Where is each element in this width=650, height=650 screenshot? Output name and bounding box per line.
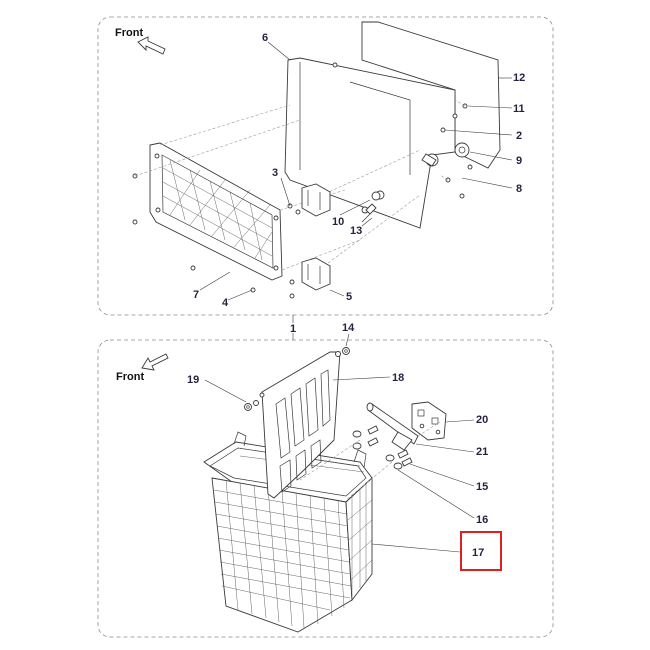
svg-text:13: 13 — [350, 225, 362, 237]
assembly-1-callout: 1 — [290, 315, 296, 340]
clip-upper — [287, 183, 331, 217]
svg-text:12: 12 — [513, 72, 525, 84]
svg-text:16: 16 — [476, 514, 488, 526]
svg-text:14: 14 — [342, 322, 355, 334]
svg-text:Front: Front — [116, 371, 144, 383]
svg-text:19: 19 — [187, 374, 199, 386]
upper-callouts: 6 12 11 2 9 8 3 10 13 5 7 4 — [193, 32, 525, 309]
svg-text:18: 18 — [392, 372, 404, 384]
svg-text:5: 5 — [346, 291, 352, 303]
svg-text:6: 6 — [262, 32, 268, 44]
clip-lower — [289, 257, 331, 299]
mounting-bar — [366, 402, 419, 451]
highlight-box — [460, 531, 502, 571]
mounting-bracket-plate — [411, 401, 447, 441]
screw-washer-left — [244, 400, 259, 411]
front-direction-indicator-lower: Front — [116, 353, 169, 383]
svg-text:8: 8 — [516, 183, 522, 195]
svg-text:2: 2 — [516, 130, 522, 142]
screw-washer-top — [335, 347, 350, 357]
bolts-washers — [352, 425, 413, 470]
svg-text:Front: Front — [115, 27, 143, 39]
front-direction-indicator-upper: Front — [115, 27, 166, 55]
lower-callouts: 14 18 19 20 21 15 16 17 — [187, 322, 488, 559]
svg-text:11: 11 — [513, 103, 525, 115]
svg-text:7: 7 — [193, 289, 199, 301]
svg-text:10: 10 — [332, 216, 344, 228]
svg-text:20: 20 — [476, 414, 488, 426]
svg-text:1: 1 — [290, 323, 296, 335]
svg-text:21: 21 — [476, 446, 488, 458]
grille-panel — [149, 142, 283, 281]
svg-text:9: 9 — [516, 155, 522, 167]
basket-divider — [259, 351, 341, 499]
svg-text:15: 15 — [476, 481, 488, 493]
hinge-pin — [361, 191, 381, 223]
svg-text:17: 17 — [472, 547, 484, 559]
front-arrow-icon — [137, 36, 166, 55]
plate-screws — [332, 62, 473, 199]
svg-text:3: 3 — [272, 167, 278, 179]
mounting-plate — [284, 21, 501, 229]
front-arrow-icon — [141, 353, 169, 371]
svg-text:4: 4 — [222, 297, 229, 309]
lower-assembly-lines — [299, 421, 441, 501]
